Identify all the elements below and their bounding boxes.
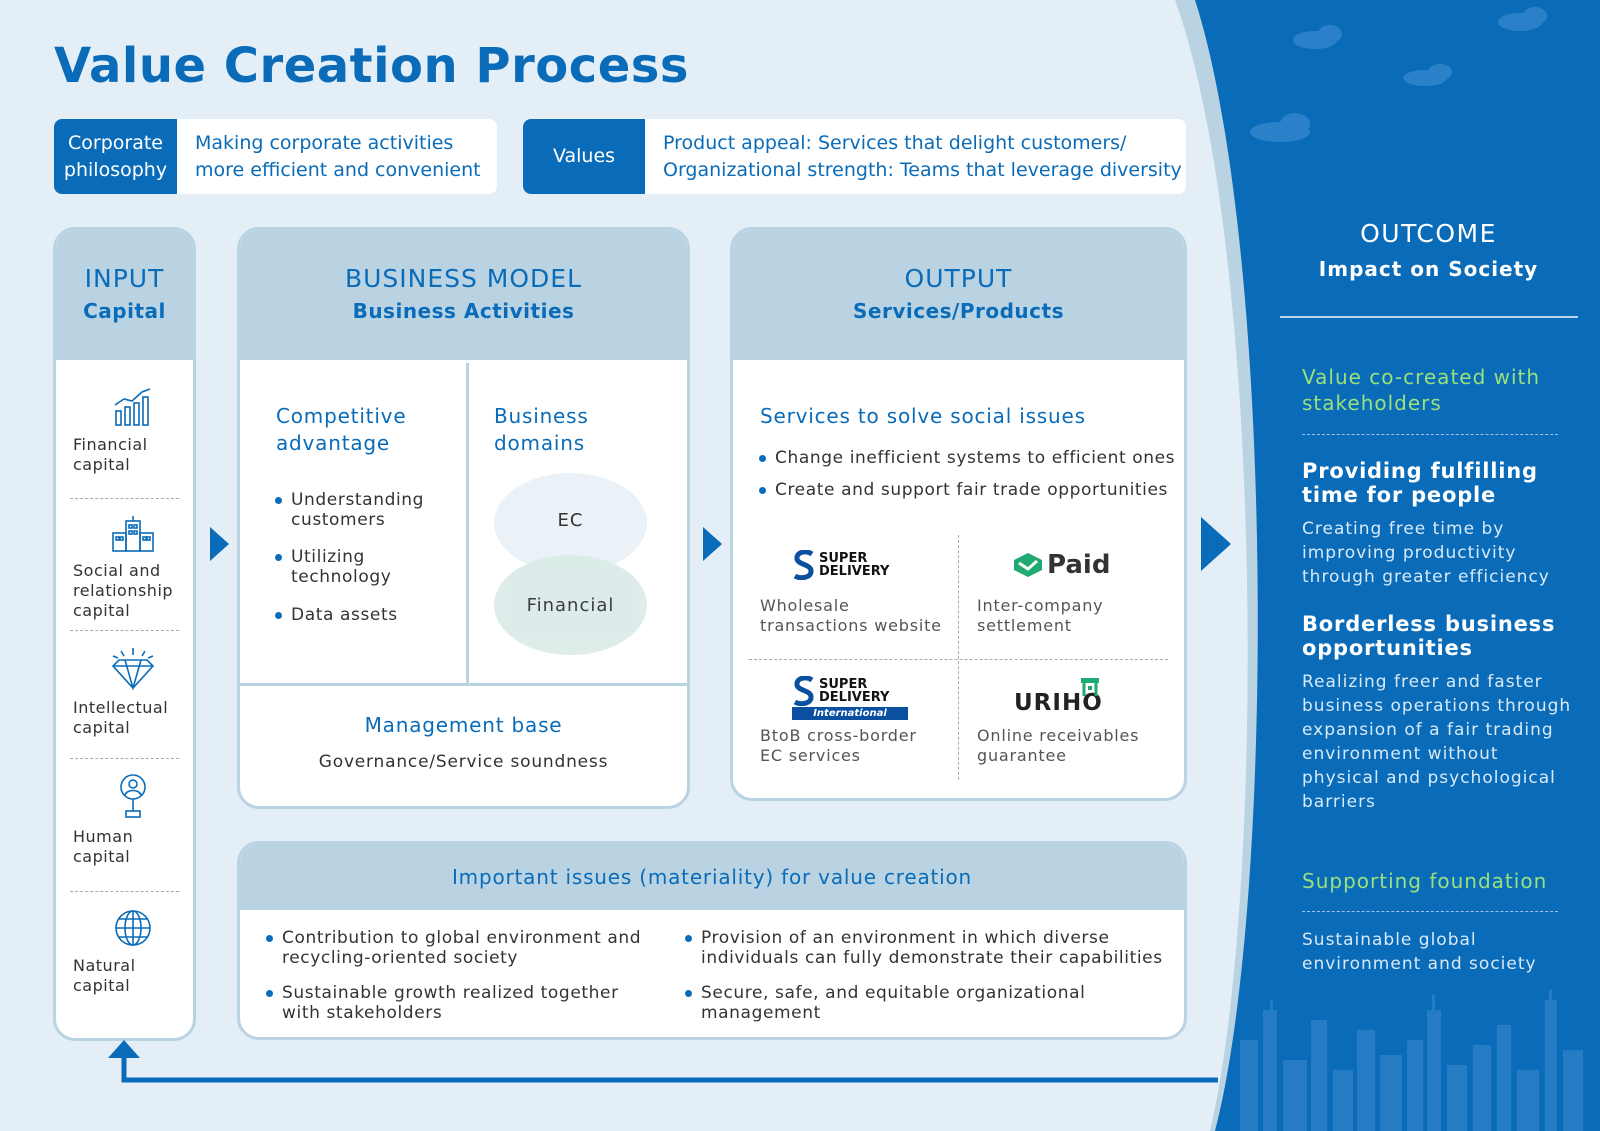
arrow-business-to-output bbox=[703, 527, 722, 561]
house-icon bbox=[1081, 678, 1099, 696]
competitive-item: Utilizing technology bbox=[273, 547, 391, 587]
outcome-subheading: Impact on Society bbox=[1318, 257, 1539, 281]
output-subheading: Services/Products bbox=[853, 299, 1064, 323]
diamond-icon bbox=[111, 648, 155, 690]
supporting-foundation-text: Sustainable global environment and socie… bbox=[1302, 930, 1537, 974]
business-model-subheading: Business Activities bbox=[352, 299, 575, 323]
capital-social-relationship: Social and relationship capital bbox=[56, 515, 193, 621]
s-logo-icon bbox=[793, 676, 814, 706]
business-model-header: BUSINESS MODEL Business Activities bbox=[240, 230, 687, 360]
uriho-logo: URIHO bbox=[1014, 676, 1167, 722]
building-icon bbox=[112, 516, 154, 552]
input-subheading: Capital bbox=[83, 299, 166, 323]
outcome-background bbox=[1175, 0, 1600, 1131]
management-base-text: Governance/Service soundness bbox=[318, 752, 609, 772]
business-model-heading: BUSINESS MODEL bbox=[344, 264, 583, 293]
services-bullet: Change inefficient systems to efficient … bbox=[757, 448, 1175, 468]
competitive-advantage-title: Competitive advantage bbox=[276, 404, 407, 455]
borderless-title: Borderless business opportunities bbox=[1302, 612, 1556, 660]
paid-mark-icon bbox=[1014, 553, 1042, 577]
input-header: INPUT Capital bbox=[56, 230, 193, 360]
materiality-title: Important issues (materiality) for value… bbox=[451, 865, 973, 889]
product-paid: Paid Inter-company settlement bbox=[977, 548, 1167, 636]
business-model-column: BUSINESS MODEL Business Activities Compe… bbox=[237, 227, 690, 809]
management-base-title: Management base bbox=[364, 713, 563, 737]
cocreated-title: Value co-created with stakeholders bbox=[1302, 365, 1541, 415]
capital-human: Human capital bbox=[56, 773, 193, 867]
materiality-item: Secure, safe, and equitable organization… bbox=[683, 983, 1184, 1023]
fulfilling-time-text: Creating free time by improving producti… bbox=[1302, 519, 1550, 587]
materiality-header: Important issues (materiality) for value… bbox=[240, 844, 1184, 910]
output-column: OUTPUT Services/Products Services to sol… bbox=[730, 227, 1187, 801]
values-box: Values Product appeal: Services that del… bbox=[523, 119, 1186, 194]
arrow-output-to-outcome bbox=[1201, 517, 1231, 571]
output-header: OUTPUT Services/Products bbox=[733, 230, 1184, 360]
competitive-item: Understanding customers bbox=[273, 490, 424, 530]
materiality-item: Contribution to global environment and r… bbox=[264, 928, 641, 968]
product-super-delivery-international: SUPER DELIVERY International BtoB cross-… bbox=[760, 676, 950, 766]
globe-icon bbox=[115, 910, 151, 946]
competitive-item: Data assets bbox=[273, 605, 398, 625]
outcome-heading: OUTCOME bbox=[1360, 219, 1497, 248]
materiality-item: Provision of an environment in which div… bbox=[683, 928, 1163, 968]
output-heading: OUTPUT bbox=[904, 264, 1013, 293]
supporting-foundation-title: Supporting foundation bbox=[1302, 869, 1548, 893]
input-heading: INPUT bbox=[84, 264, 165, 293]
chart-icon bbox=[114, 388, 151, 426]
paid-logo: Paid bbox=[1013, 548, 1167, 582]
person-icon bbox=[120, 774, 146, 818]
business-domains-title: Business domains bbox=[494, 404, 589, 455]
arrow-input-to-business bbox=[210, 527, 229, 561]
capital-financial: Financial capital bbox=[56, 387, 193, 475]
feedback-loop-arrow bbox=[108, 1040, 1218, 1083]
capital-intellectual: Intellectual capital bbox=[56, 646, 193, 738]
services-bullet: Create and support fair trade opportunit… bbox=[757, 480, 1168, 500]
materiality-item: Sustainable growth realized together wit… bbox=[264, 983, 619, 1023]
borderless-text: Realizing freer and faster business oper… bbox=[1302, 672, 1572, 812]
services-title: Services to solve social issues bbox=[760, 404, 1086, 428]
product-super-delivery: SUPER DELIVERY Wholesale transactions we… bbox=[760, 548, 950, 636]
fulfilling-time-title: Providing fulfilling time for people bbox=[1302, 459, 1538, 507]
super-delivery-international-logo: SUPER DELIVERY International bbox=[792, 676, 950, 722]
page-title: Value Creation Process bbox=[54, 38, 689, 94]
values-text: Product appeal: Services that delight cu… bbox=[663, 131, 1182, 181]
product-uriho: URIHO Online receivables guarantee bbox=[977, 676, 1167, 766]
domain-financial: Financial bbox=[494, 555, 647, 655]
capital-natural: Natural capital bbox=[56, 908, 193, 996]
values-tag: Values bbox=[523, 119, 645, 194]
s-logo-icon bbox=[793, 550, 814, 580]
input-column: INPUT Capital Financial capital Social a… bbox=[53, 227, 196, 1041]
materiality-box: Important issues (materiality) for value… bbox=[237, 841, 1187, 1040]
super-delivery-logo: SUPER DELIVERY bbox=[792, 548, 950, 582]
